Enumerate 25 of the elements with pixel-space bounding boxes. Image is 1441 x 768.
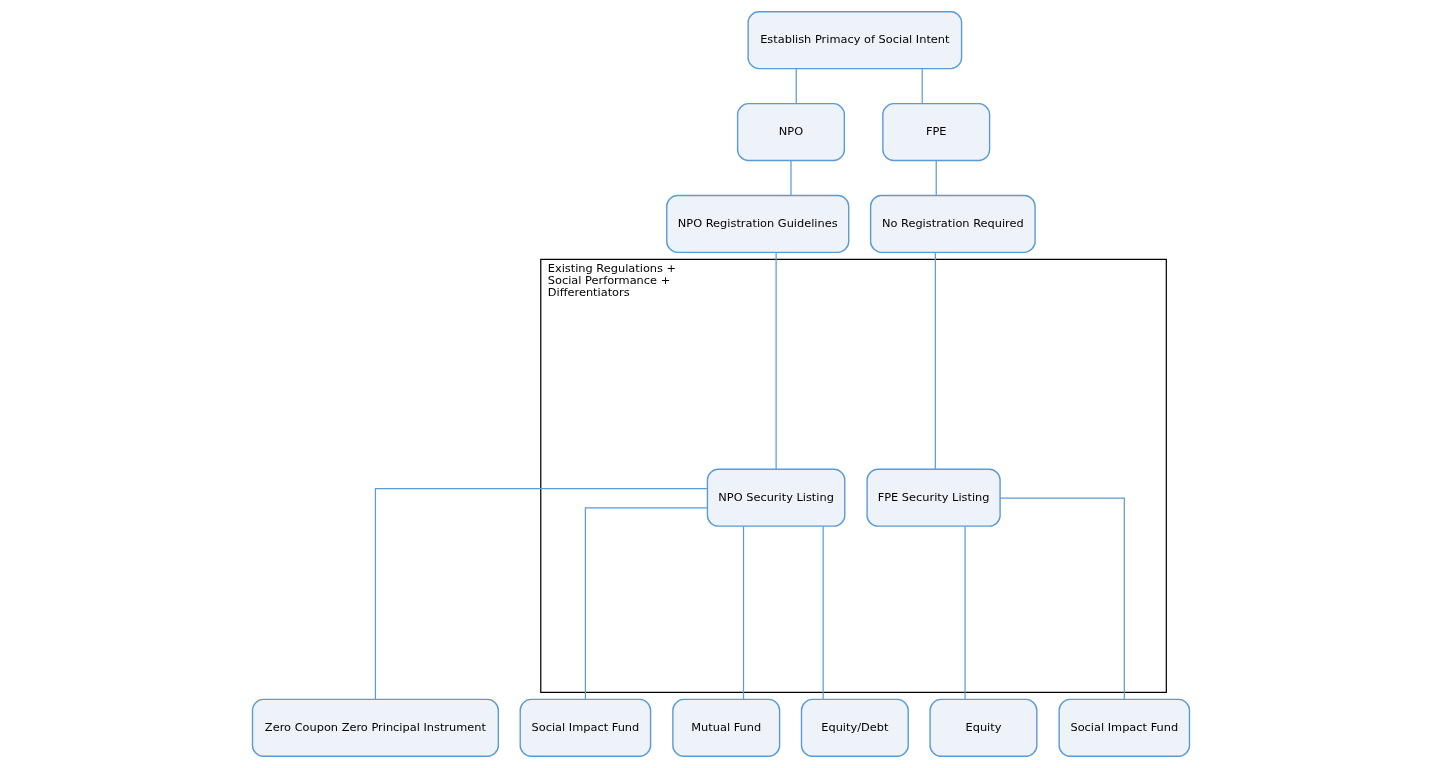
connector [935,160,937,196]
connector [775,251,777,470]
node-box: Social Impact Fund [1057,698,1190,757]
node-box: NPO Security Listing [706,468,845,527]
connector [934,251,936,470]
connector [789,160,792,196]
node-box: Mutual Fund [671,698,780,757]
connector [795,68,797,105]
node-box: FPE [881,102,990,162]
node-box: Equity [928,698,1038,757]
connector [921,68,923,105]
connector [822,525,824,700]
node-box: Equity/Debt [800,698,909,757]
connector [742,525,744,700]
node-box: NPO [736,102,845,162]
node-box: NPO Registration Guidelines [665,194,849,254]
connector [584,507,708,700]
connector [999,497,1125,700]
connector [374,487,708,700]
node-box: FPE Security Listing [865,468,1001,527]
node-box: No Registration Required [869,194,1036,254]
node-box: Social Impact Fund [519,698,651,757]
node-box: Zero Coupon Zero Principal Instrument [251,698,499,757]
node-box: Establish Primacy of Social Intent [746,11,962,70]
connector [964,525,966,700]
